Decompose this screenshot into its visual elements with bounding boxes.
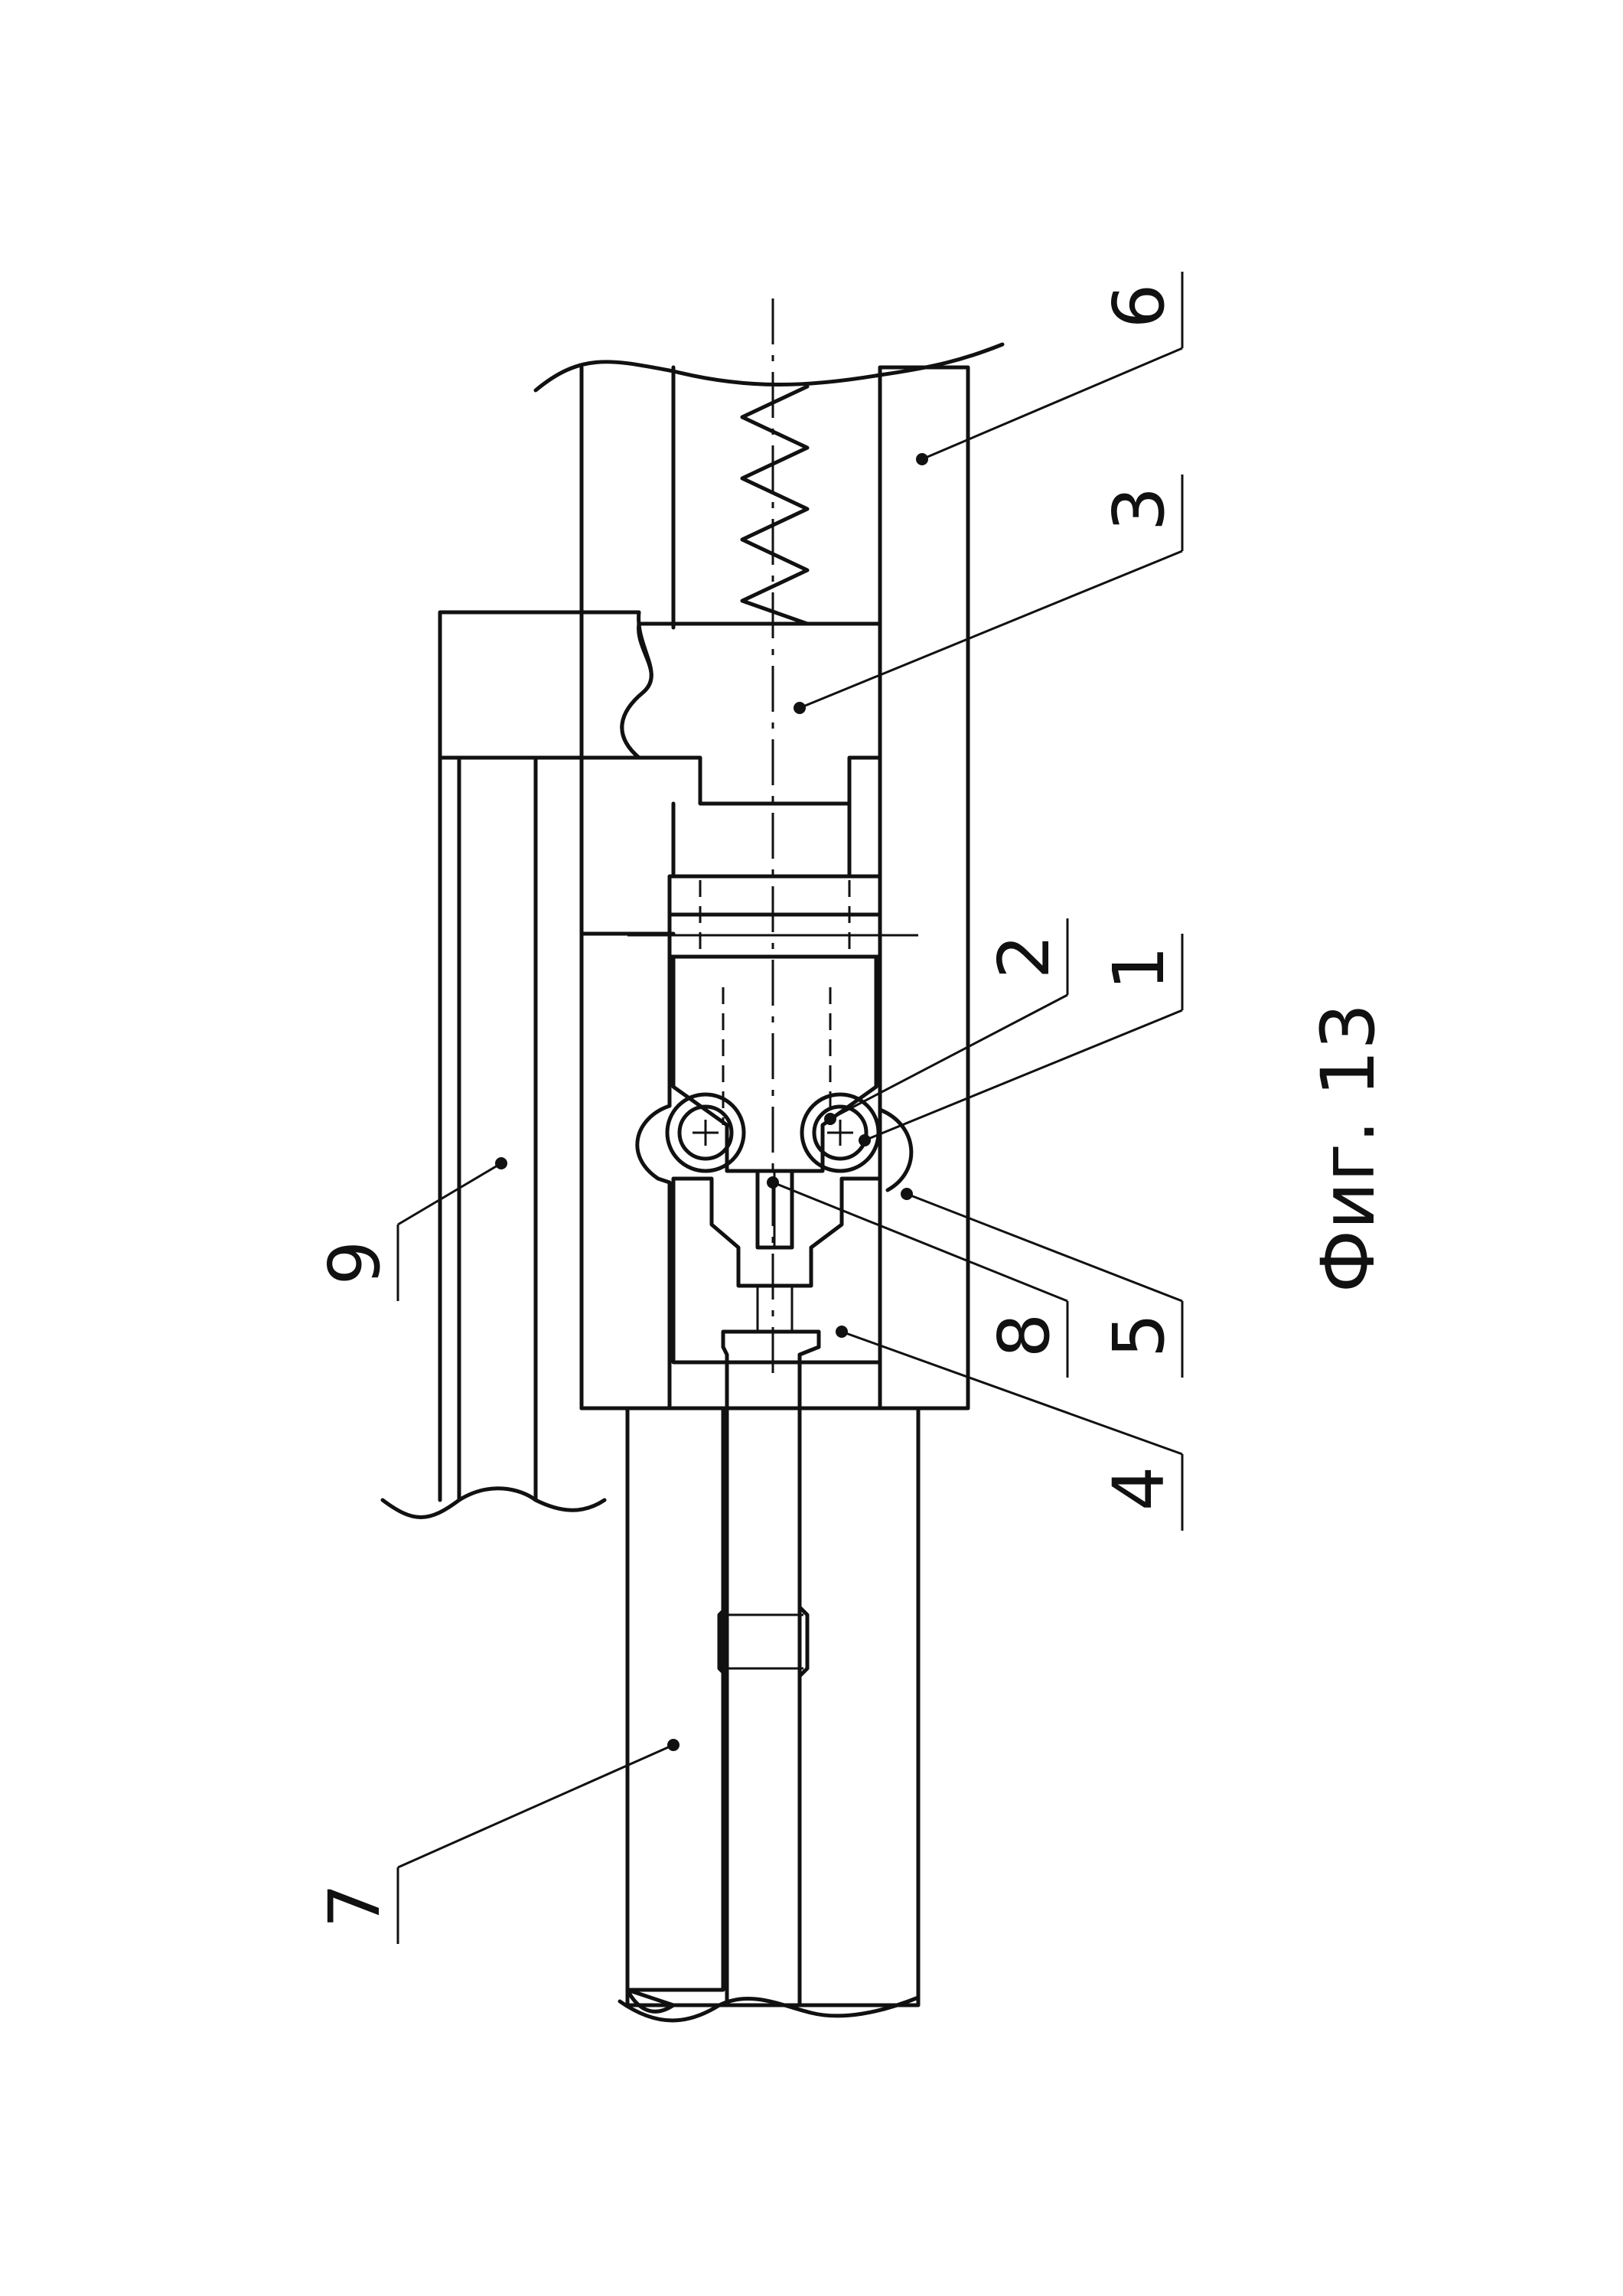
- label-6: 6: [1098, 284, 1180, 329]
- spring: [740, 384, 810, 626]
- ball-1: [800, 1092, 881, 1173]
- rod-9: [380, 755, 607, 1519]
- label-1: 1: [1098, 946, 1180, 991]
- sleeve-block: [579, 931, 672, 1411]
- leader-lines: [396, 272, 1184, 1944]
- label-3: 3: [1098, 487, 1180, 532]
- shaft-7: [618, 1329, 921, 2023]
- figure-caption: Фиг. 13: [1305, 1003, 1391, 1293]
- inner-piston: [627, 874, 918, 1173]
- label-8: 8: [983, 1313, 1065, 1358]
- reference-labels: 6 3 2 1 8 5 4 9 7: [314, 284, 1180, 1929]
- groove-5: [878, 1107, 914, 1192]
- label-4: 4: [1098, 1466, 1180, 1512]
- block-4: [671, 1169, 882, 1365]
- label-2: 2: [983, 934, 1065, 980]
- label-7: 7: [314, 1883, 396, 1929]
- label-5: 5: [1098, 1313, 1180, 1358]
- label-9: 9: [314, 1241, 396, 1286]
- plunger-3: [438, 610, 882, 1502]
- ball-left: [665, 1092, 746, 1173]
